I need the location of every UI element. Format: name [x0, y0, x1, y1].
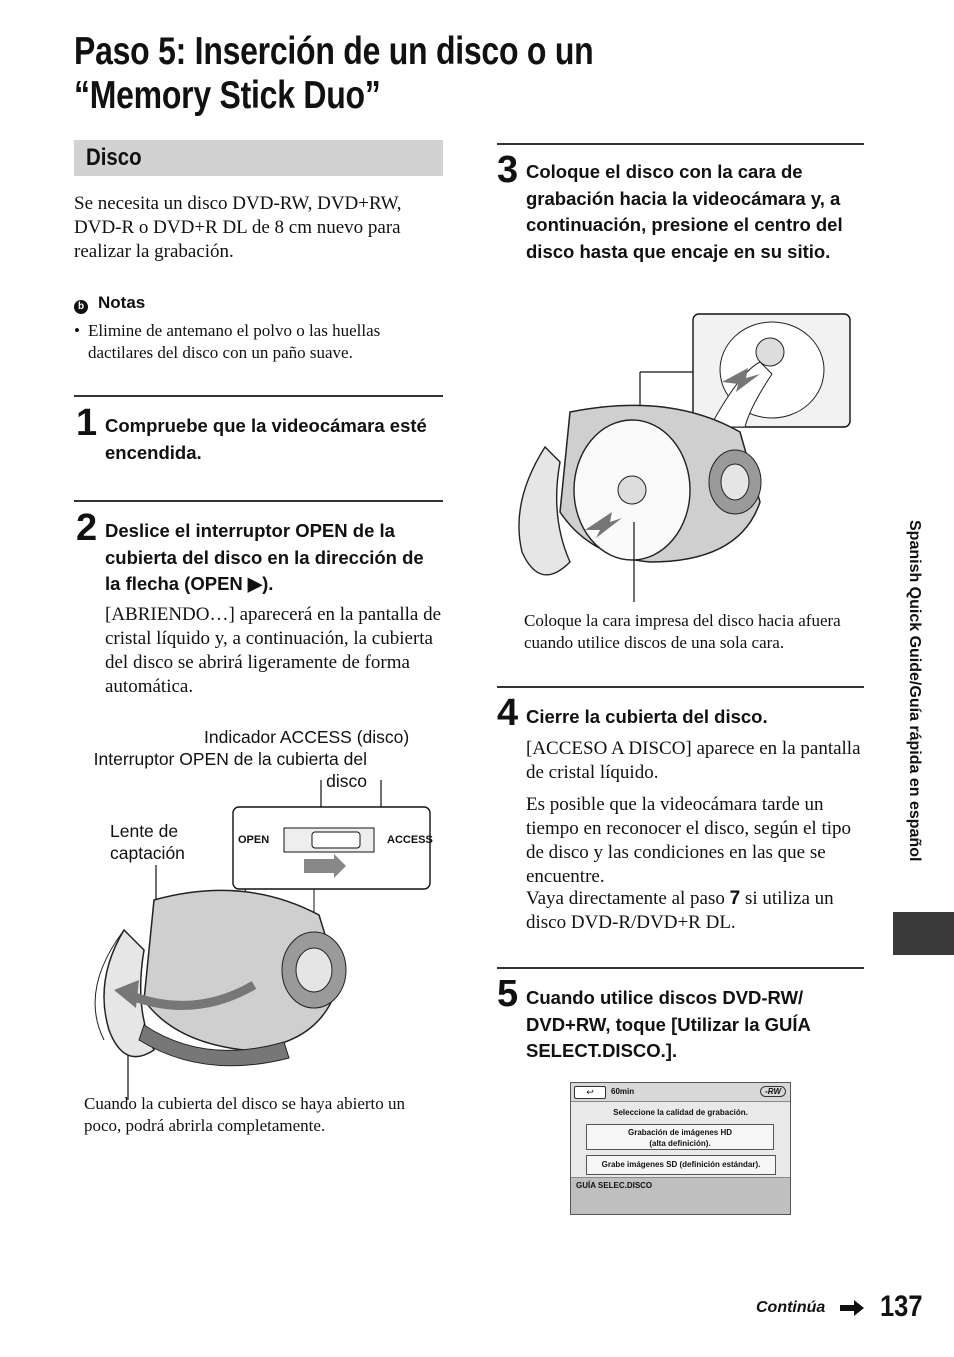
divider: [497, 686, 864, 688]
finger-icon: [709, 361, 773, 428]
section-title: Disco: [86, 144, 142, 171]
step-number: 1: [76, 402, 98, 444]
step-title: Deslice el interruptor OPEN de la cubier…: [105, 520, 424, 594]
step-reference: 7: [729, 888, 741, 909]
label-open-switch: Interruptor OPEN de la cubierta del disc…: [93, 749, 367, 791]
notes-block: b Notas • Elimine de antemano el polvo o …: [74, 292, 444, 364]
arrow-icon: [585, 512, 622, 538]
step-title: Compruebe que la videocámara esté encend…: [105, 415, 427, 463]
arrow-right-icon: [840, 1300, 864, 1316]
notes-heading: Notas: [98, 293, 146, 312]
section-header: Disco: [74, 140, 443, 176]
thumb-index-tab: [893, 912, 954, 955]
sd-quality-button[interactable]: Grabe imágenes SD (definición estándar).: [586, 1155, 776, 1175]
page-number: 137: [880, 1290, 923, 1323]
back-button[interactable]: ↩: [574, 1086, 606, 1099]
step-body: [ACCESO A DISCO] aparece en la pantalla …: [526, 738, 861, 783]
switch-access-label: ACCESS: [387, 834, 433, 846]
intro-text: Se necesita un disco DVD-RW, DVD+RW, DVD…: [74, 193, 402, 262]
step-number: 4: [497, 692, 519, 734]
step-number: 3: [497, 149, 519, 191]
bullet-icon: •: [74, 321, 80, 340]
lcd-footer-label: GUÍA SELEC.DISCO: [576, 1181, 653, 1190]
hd-quality-button[interactable]: Grabación de imágenes HD (alta definició…: [586, 1124, 774, 1150]
notes-icon: b: [74, 300, 88, 314]
step-title: Coloque el disco con la cara de grabació…: [526, 161, 843, 262]
step-title: Cierre la cubierta del disco.: [526, 706, 768, 727]
step-title: Cuando utilice discos DVD-RW/ DVD+RW, to…: [526, 987, 811, 1061]
curved-arrow-icon: [127, 981, 257, 1010]
divider: [74, 395, 443, 397]
page-title: Paso 5: Inserción de un disco o un “Memo…: [74, 30, 594, 117]
figure-caption: Cuando la cubierta del disco se haya abi…: [84, 1094, 405, 1135]
sidebar-tab: Spanish Quick Guide/Guía rápida en españ…: [893, 520, 953, 920]
divider: [74, 500, 443, 502]
sidebar-label: Spanish Quick Guide/Guía rápida en españ…: [906, 520, 923, 862]
note-item: • Elimine de antemano el polvo o las hue…: [74, 321, 381, 362]
continues-label: Continúa: [756, 1299, 826, 1316]
switch-open-label: OPEN: [238, 834, 270, 846]
step-body: Vaya directamente al paso 7 si utiliza u…: [526, 888, 834, 933]
lcd-top-bar: ↩ 60min -RW: [571, 1083, 790, 1102]
divider: [497, 967, 864, 969]
switch-knob: [311, 831, 361, 849]
disc-insert-illustration: [518, 313, 851, 602]
label-lens: Lente de captación: [110, 821, 185, 863]
camcorder-body: [143, 889, 340, 1051]
lcd-prompt: Seleccione la calidad de grabación.: [613, 1108, 748, 1117]
step-number: 2: [76, 507, 98, 549]
remaining-time: 60min: [611, 1087, 635, 1096]
step-body: [ABRIENDO…] aparecerá en la pantalla de …: [105, 604, 442, 697]
step-body: Es posible que la videocámara tarde un t…: [526, 794, 852, 887]
arrow-right-icon: [304, 854, 346, 878]
figure-caption: Coloque la cara impresa del disco hacia …: [524, 611, 841, 652]
camcorder-open-illustration: [94, 780, 431, 1100]
divider: [497, 143, 864, 145]
lcd-footer: GUÍA SELEC.DISCO: [571, 1177, 790, 1214]
disc-type-badge: -RW: [760, 1086, 786, 1097]
lcd-screen: ↩ 60min -RW Seleccione la calidad de gra…: [570, 1082, 791, 1215]
disc-cover: [518, 445, 571, 576]
step-number: 5: [497, 973, 519, 1015]
label-access-indicator: Indicador ACCESS (disco): [204, 727, 410, 747]
